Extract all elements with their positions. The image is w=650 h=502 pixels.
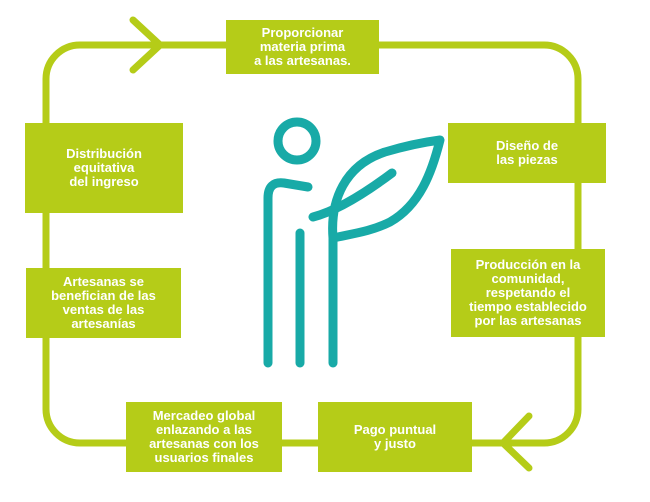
step-line: materia prima: [259, 39, 346, 54]
step-beneficio: Artesanas se benefician de las ventas de…: [26, 268, 181, 338]
step-line: respetando el: [485, 285, 571, 300]
step-line: Mercadeo global: [152, 408, 256, 423]
step-mercadeo: Mercadeo global enlazando a las artesana…: [126, 402, 282, 472]
step-line: Artesanas se: [63, 274, 144, 289]
top-arrow-icon: [129, 16, 164, 74]
step-line: Pago puntual: [353, 422, 437, 437]
step-line: enlazando a las: [155, 422, 253, 437]
step-line: Proporcionar: [261, 25, 344, 40]
step-diseno: Diseño de las piezas: [448, 123, 606, 183]
step-line: artesanías: [71, 316, 136, 331]
step-line: Diseño de: [495, 138, 559, 153]
head-icon: [273, 117, 321, 165]
leaf-vein-icon: [308, 168, 397, 222]
step-materia: Proporcionar materia prima a las artesan…: [226, 20, 379, 74]
step-line: comunidad,: [491, 271, 565, 286]
step-line: Distribución: [66, 146, 142, 161]
step-line: las piezas: [496, 152, 558, 167]
bottom-arrow-icon: [499, 412, 533, 472]
body-left-icon: [263, 178, 313, 368]
step-line: equitativa: [73, 160, 135, 175]
step-line: por las artesanas: [474, 313, 582, 328]
step-produccion: Producción en la comunidad, respetando e…: [451, 249, 605, 337]
step-line: ventas de las: [62, 302, 145, 317]
step-distribucion: Distribución equitativa del ingreso: [25, 123, 183, 213]
step-pago: Pago puntual y justo: [318, 402, 472, 472]
step-line: usuarios finales: [154, 450, 254, 465]
step-line: del ingreso: [69, 174, 139, 189]
step-line: a las artesanas.: [254, 53, 351, 68]
step-line: benefician de las: [51, 288, 156, 303]
step-line: tiempo establecido: [469, 299, 587, 314]
step-line: y justo: [374, 436, 416, 451]
step-line: artesanas con los: [149, 436, 259, 451]
leaf-icon: [328, 135, 445, 243]
step-line: Producción en la: [475, 257, 581, 272]
